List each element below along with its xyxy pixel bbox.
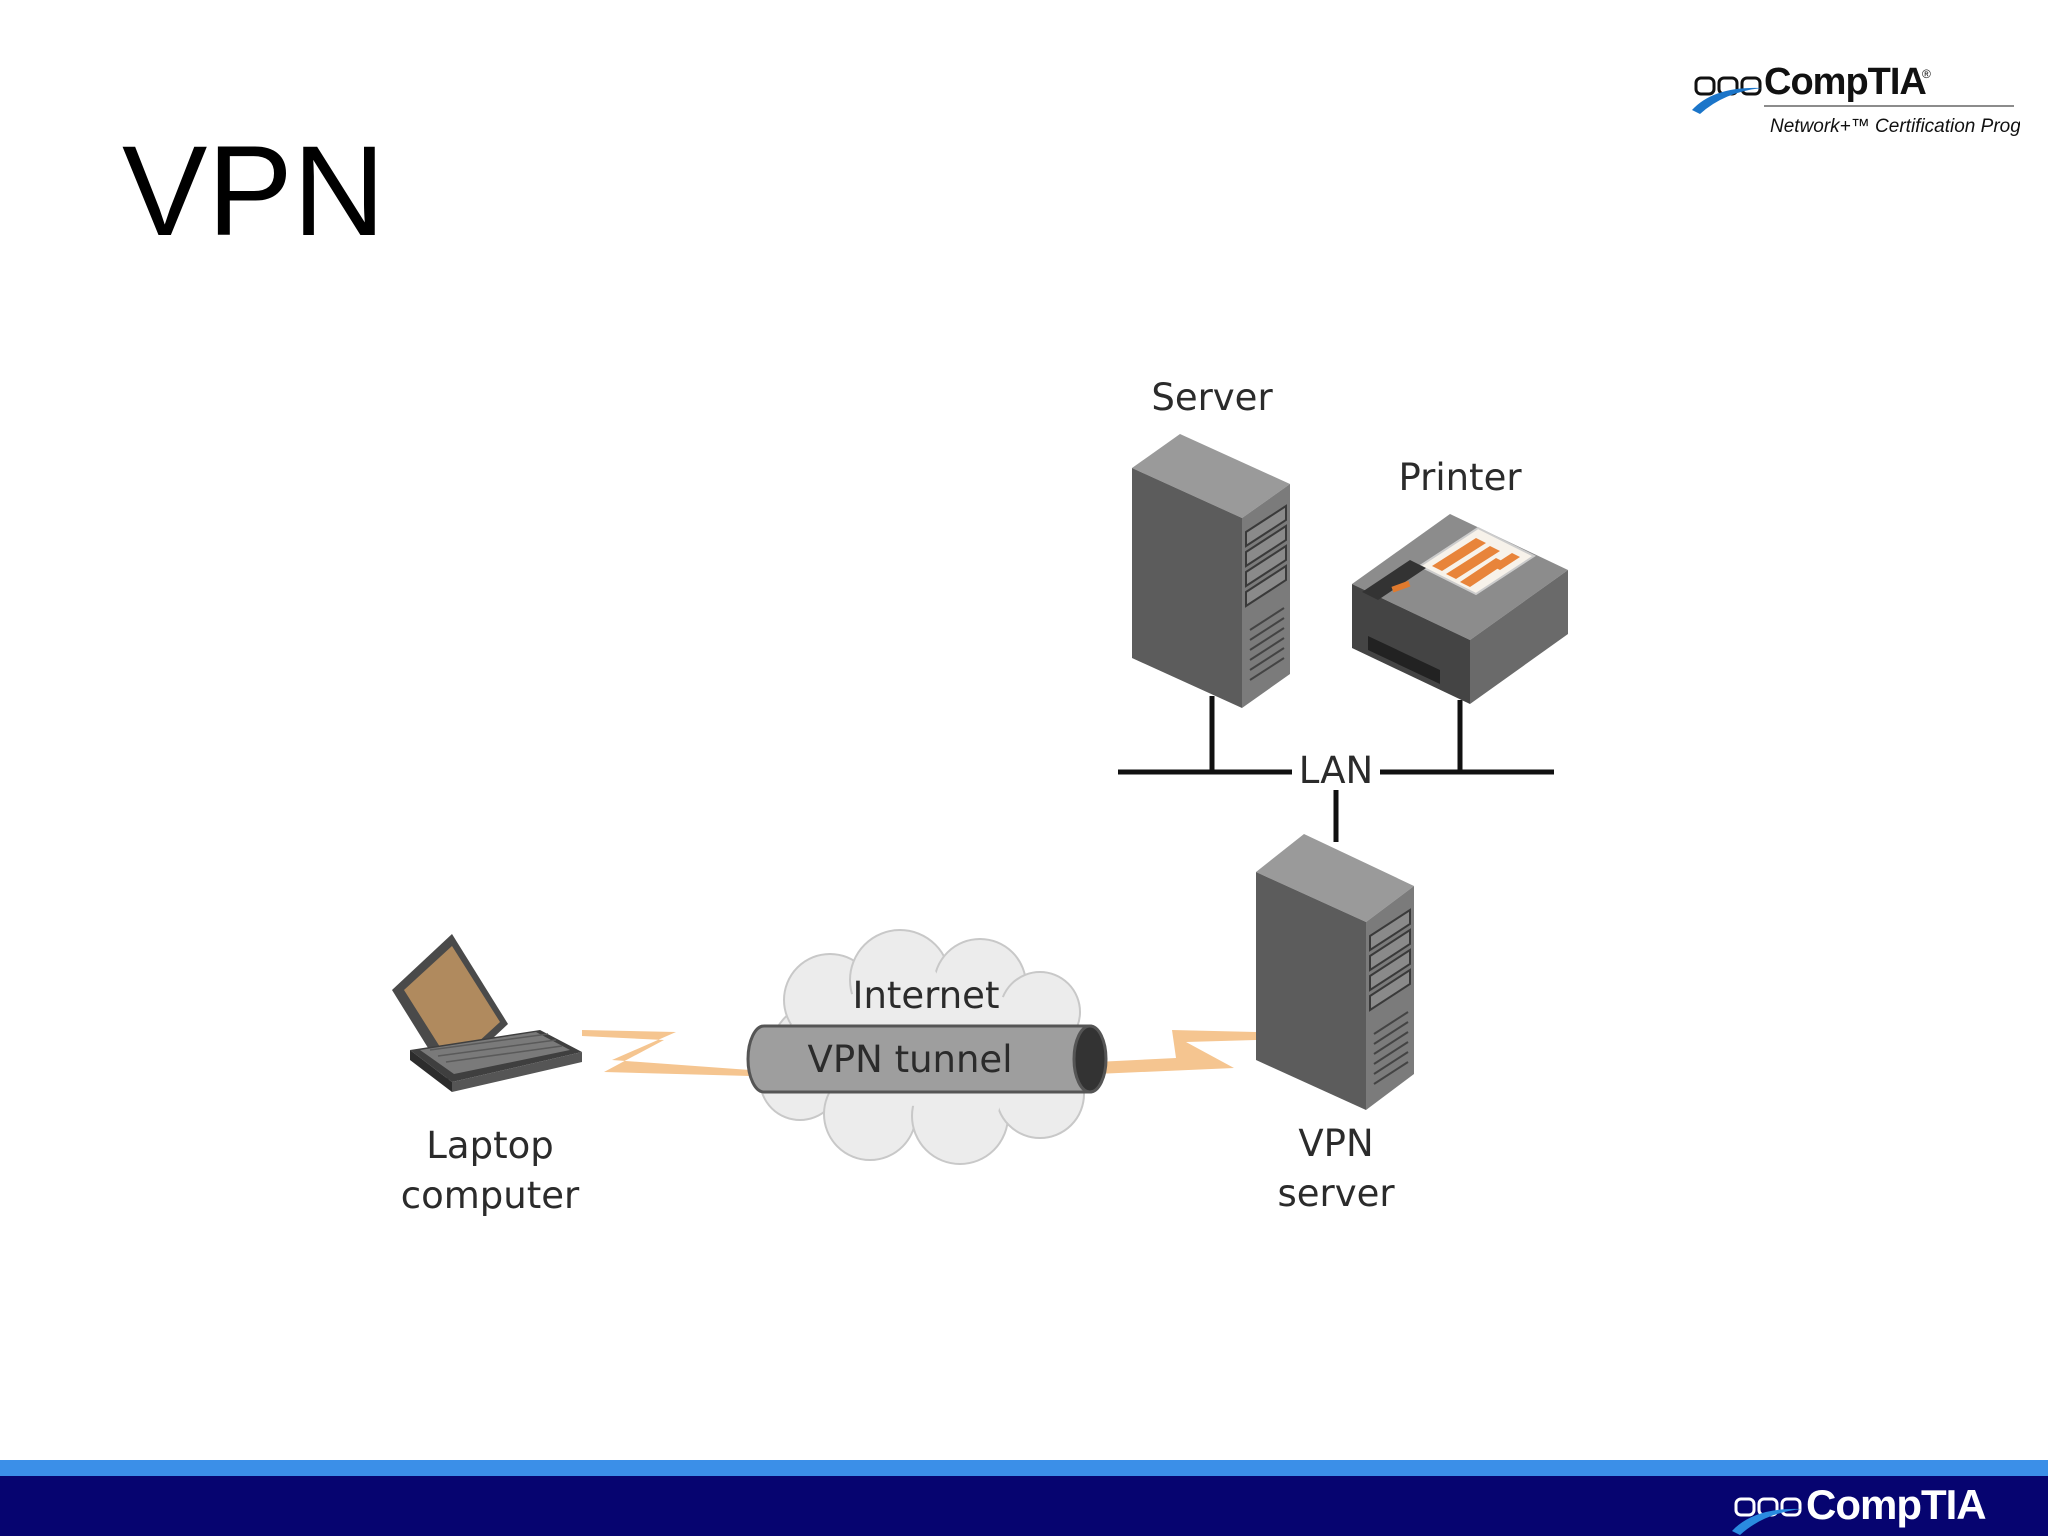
laptop-icon	[392, 934, 582, 1092]
vpn-server-label-line2: server	[1277, 1172, 1395, 1215]
comptia-footer-logo: CompTIA	[1732, 1481, 1987, 1535]
footer-bar	[0, 1476, 2048, 1536]
internet-label: Internet	[853, 974, 1000, 1017]
vpn-server-label-line1: VPN	[1298, 1122, 1373, 1165]
printer-icon	[1352, 514, 1568, 704]
footer-accent-bar	[0, 1460, 2048, 1476]
lightning-link-laptop	[582, 1030, 750, 1076]
laptop-label-line2: computer	[401, 1174, 580, 1217]
vpn-tunnel-pipe	[746, 1024, 1108, 1094]
lightning-link-vpn-server	[1096, 1030, 1256, 1074]
comptia-header-logo: CompTIA ® Network+™ Certification Progra…	[1692, 61, 2020, 137]
server-icon	[1132, 434, 1290, 708]
server-label: Server	[1151, 376, 1273, 419]
logo-brand-text: CompTIA	[1764, 61, 1926, 103]
lan-label: LAN	[1299, 749, 1373, 792]
printer-label: Printer	[1398, 456, 1522, 499]
vpn-server-icon	[1256, 834, 1414, 1110]
vpn-tunnel-label: VPN tunnel	[808, 1038, 1013, 1081]
slide-title: VPN	[122, 120, 386, 263]
logo-registered-mark: ®	[1922, 67, 1931, 81]
laptop-label-line1: Laptop	[426, 1124, 553, 1167]
footer-brand-text: CompTIA	[1806, 1481, 1986, 1528]
vpn-network-diagram: LAN Server	[392, 376, 1568, 1217]
logo-subtitle: Network+™ Certification Program	[1770, 116, 2020, 137]
logo-swoosh	[1692, 87, 1762, 114]
lan-bus	[1118, 696, 1554, 842]
